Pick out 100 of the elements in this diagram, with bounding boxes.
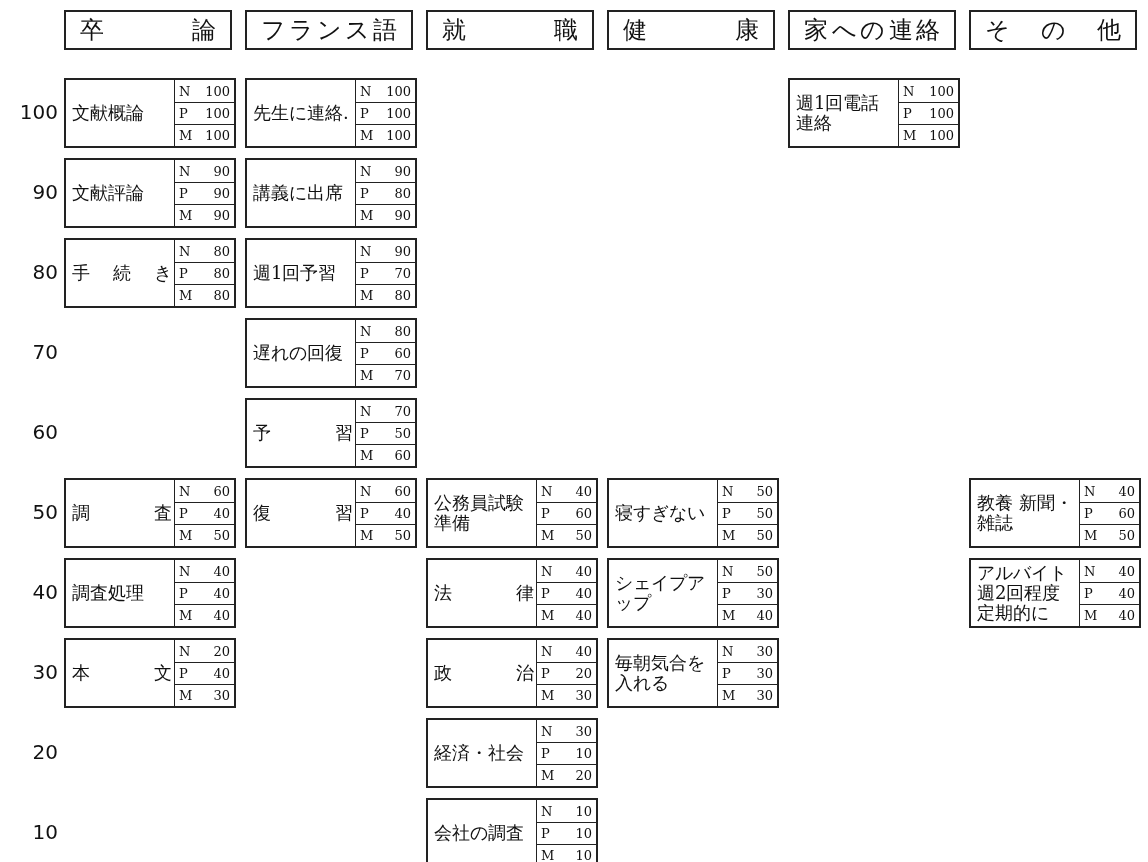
goal-text: 会社の調査 <box>434 823 525 843</box>
score-letter: M <box>179 528 193 543</box>
score-letter: M <box>1084 608 1098 623</box>
score-value: 30 <box>756 688 773 703</box>
score-letter: M <box>541 768 555 783</box>
score-letter: M <box>1084 528 1098 543</box>
score-value: 40 <box>575 608 592 623</box>
goal-box <box>788 78 960 148</box>
score-cell <box>174 684 234 706</box>
score-cell <box>717 502 777 524</box>
score-letter: P <box>179 186 188 201</box>
score-value: 40 <box>394 506 411 521</box>
score-cell <box>174 582 234 604</box>
score-value: 80 <box>394 288 411 303</box>
score-letter: P <box>541 746 550 761</box>
score-letter: N <box>179 563 191 579</box>
score-letter: N <box>179 163 191 179</box>
score-value: 10 <box>575 746 592 761</box>
score-cell <box>355 422 415 444</box>
goal-box <box>245 318 417 388</box>
score-letter: P <box>360 266 369 281</box>
score-value: 40 <box>575 563 592 579</box>
score-letter: N <box>179 483 191 499</box>
score-value: 40 <box>213 563 230 579</box>
score-value: 40 <box>213 586 230 601</box>
score-cell <box>536 662 596 684</box>
goal-text: 政治 <box>434 663 534 683</box>
score-letter: M <box>179 128 193 143</box>
score-letter: N <box>722 483 734 499</box>
score-cell <box>536 684 596 706</box>
score-value: 40 <box>1118 483 1135 499</box>
score-value: 30 <box>756 586 773 601</box>
score-label: 100 <box>18 100 58 124</box>
score-letter: N <box>360 163 372 179</box>
score-cell <box>536 764 596 786</box>
score-letter: N <box>179 243 191 259</box>
score-cell <box>355 182 415 204</box>
goal-text: 先生に連絡. <box>253 103 350 123</box>
score-cell <box>717 684 777 706</box>
score-cell <box>355 342 415 364</box>
score-cell <box>355 102 415 124</box>
score-letter: P <box>541 826 550 841</box>
score-value: 60 <box>1118 506 1135 521</box>
goal-text: 本文 <box>72 663 172 683</box>
goal-box <box>245 158 417 228</box>
goal-box <box>245 78 417 148</box>
score-cell <box>355 444 415 466</box>
goal-text: 法律 <box>434 583 534 603</box>
goal-text: 寝すぎない <box>615 503 706 523</box>
goal-box <box>969 558 1141 628</box>
goal-text: 予習 <box>253 423 353 443</box>
score-letter: N <box>541 803 553 819</box>
score-value: 100 <box>386 106 411 121</box>
score-cell <box>355 124 415 146</box>
score-letter: P <box>722 506 731 521</box>
score-letter: M <box>179 608 193 623</box>
score-letter: N <box>541 483 553 499</box>
goal-text: 文献評論 <box>72 183 145 203</box>
score-cell <box>174 502 234 524</box>
score-letter: N <box>541 643 553 659</box>
score-letter: M <box>360 128 374 143</box>
goal-text: 文献概論 <box>72 103 145 123</box>
column-header: 卒論 <box>64 10 232 50</box>
score-cell <box>174 124 234 146</box>
score-value: 90 <box>394 243 411 259</box>
score-cell <box>174 524 234 546</box>
score-letter: M <box>179 208 193 223</box>
goal-box <box>607 638 779 708</box>
score-cell <box>1079 524 1139 546</box>
score-cell <box>174 662 234 684</box>
score-value: 50 <box>756 563 773 579</box>
score-cell <box>536 582 596 604</box>
score-label: 80 <box>31 260 58 284</box>
score-value: 80 <box>394 186 411 201</box>
score-letter: N <box>179 83 191 99</box>
score-letter: M <box>360 288 374 303</box>
score-cell <box>536 524 596 546</box>
score-value: 90 <box>213 186 230 201</box>
score-cell <box>536 844 596 862</box>
score-cell <box>355 262 415 284</box>
score-cell <box>174 182 234 204</box>
score-value: 40 <box>575 483 592 499</box>
goal-box <box>607 558 779 628</box>
score-letter: P <box>179 106 188 121</box>
score-value: 50 <box>756 528 773 543</box>
score-cell <box>174 284 234 306</box>
score-value: 100 <box>929 83 954 99</box>
score-cell <box>355 502 415 524</box>
goal-box <box>426 478 598 548</box>
score-value: 90 <box>394 163 411 179</box>
column-header: 健康 <box>607 10 775 50</box>
goal-box <box>426 718 598 788</box>
score-cell <box>536 502 596 524</box>
goal-text: アルバイト週2回程度定期的に <box>977 563 1068 623</box>
column-header: その他 <box>969 10 1137 50</box>
score-value: 10 <box>575 826 592 841</box>
score-letter: M <box>541 688 555 703</box>
score-value: 20 <box>213 643 230 659</box>
score-value: 60 <box>394 346 411 361</box>
score-value: 80 <box>213 266 230 281</box>
